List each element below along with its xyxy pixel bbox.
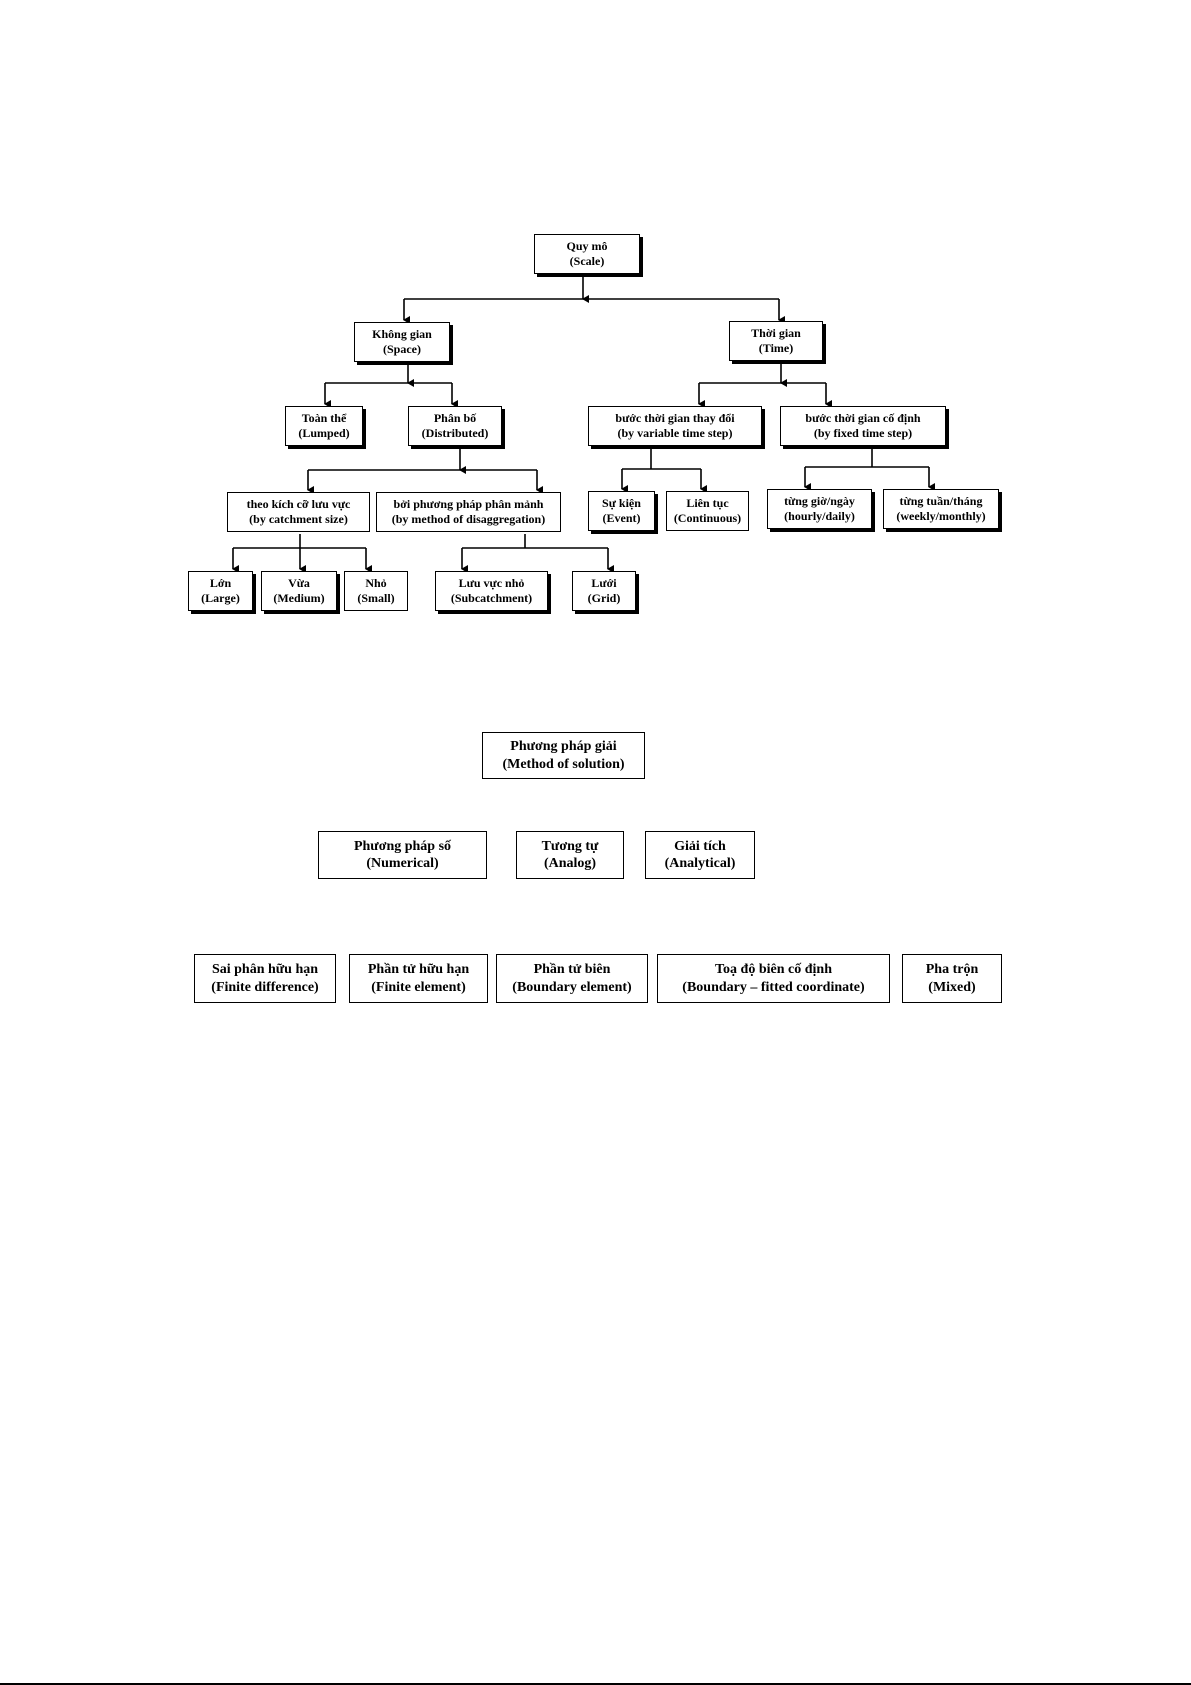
node-label-en: (Lumped): [298, 426, 350, 440]
node-label-vi: Phân bố: [433, 411, 477, 425]
node-scale: Quy mô (Scale): [534, 234, 640, 274]
node-label-vi: Sai phân hữu hạn: [211, 962, 319, 977]
node-label-en: (Analog): [543, 856, 597, 871]
node-label-en: (hourly/daily): [784, 509, 855, 523]
node-label-vi: Toạ độ biên cố định: [715, 962, 832, 977]
node-label-vi: từng tuần/tháng: [899, 494, 983, 508]
node-label-en: (weekly/monthly): [896, 509, 986, 523]
node-grid: Lưới (Grid): [572, 571, 636, 611]
node-label-vi: bởi phương pháp phân mảnh: [393, 497, 544, 511]
node-label-vi: Vừa: [288, 576, 310, 590]
node-label-en: (Analytical): [664, 856, 736, 871]
node-analog: Tương tự (Analog): [516, 831, 624, 879]
node-label-en: (Continuous): [673, 511, 742, 525]
node-label-vi: Không gian: [372, 327, 432, 341]
node-analytical: Giải tích (Analytical): [645, 831, 755, 879]
node-label-en: (Method of solution): [502, 756, 625, 772]
node-label-vi: Phương pháp giải: [510, 739, 617, 754]
node-lumped: Toàn thể (Lumped): [285, 406, 363, 446]
node-label-en: (Boundary – fitted coordinate): [682, 979, 865, 995]
node-label-vi: Phần tử biên: [533, 962, 611, 977]
node-label-en: (Space): [383, 342, 421, 356]
node-disaggregation: bởi phương pháp phân mảnh (by method of …: [376, 492, 561, 532]
node-label-vi: Quy mô: [566, 239, 608, 253]
node-finite-element: Phần tử hữu hạn (Finite element): [349, 954, 488, 1003]
node-label-vi: Liên tục: [686, 496, 729, 510]
node-hourly-daily: từng giờ/ngày (hourly/daily): [767, 489, 872, 529]
node-label-en: (Scale): [569, 254, 605, 268]
node-label-vi: Pha trộn: [925, 962, 979, 977]
node-label-vi: Lớn: [209, 576, 232, 590]
node-label-en: (Large): [201, 591, 240, 605]
node-label-en: (by method of disaggregation): [391, 512, 546, 526]
node-small: Nhỏ (Small): [344, 571, 408, 611]
node-medium: Vừa (Medium): [261, 571, 337, 611]
node-time: Thời gian (Time): [729, 321, 823, 361]
node-label-en: (Boundary element): [512, 979, 632, 995]
node-label-vi: Tương tự: [541, 838, 599, 854]
node-label-en: (Event): [602, 511, 641, 525]
node-boundary-fitted-coordinate: Toạ độ biên cố định (Boundary – fitted c…: [657, 954, 890, 1003]
node-label-vi: Nhỏ: [365, 576, 387, 590]
node-label-en: (Time): [758, 341, 794, 355]
node-boundary-element: Phần tử biên (Boundary element): [496, 954, 648, 1003]
node-catchment-size: theo kích cỡ lưu vực (by catchment size): [227, 492, 370, 532]
node-event: Sự kiện (Event): [588, 491, 655, 531]
node-label-vi: theo kích cỡ lưu vực: [246, 497, 351, 511]
node-label-en: (by fixed time step): [813, 426, 913, 440]
node-label-en: (Finite element): [371, 979, 466, 995]
node-method-of-solution: Phương pháp giải (Method of solution): [482, 732, 645, 779]
node-label-vi: từng giờ/ngày: [784, 494, 855, 508]
node-mixed: Pha trộn (Mixed): [902, 954, 1002, 1003]
node-label-vi: bước thời gian cố định: [805, 411, 921, 425]
node-label-en: (Mixed): [928, 979, 976, 995]
node-label-vi: Sự kiện: [602, 496, 641, 510]
node-label-vi: Phần tử hữu hạn: [367, 962, 470, 977]
node-label-vi: Lưới: [591, 576, 617, 590]
page-bottom-rule: [0, 1683, 1191, 1685]
node-numerical: Phương pháp số (Numerical): [318, 831, 487, 879]
node-large: Lớn (Large): [188, 571, 253, 611]
node-weekly-monthly: từng tuần/tháng (weekly/monthly): [883, 489, 999, 529]
node-label-vi: Thời gian: [751, 326, 801, 340]
node-label-en: (Small): [357, 591, 395, 605]
node-continuous: Liên tục (Continuous): [666, 491, 749, 531]
node-label-vi: Phương pháp số: [353, 838, 452, 854]
node-label-en: (Subcatchment): [450, 591, 533, 605]
node-label-vi: bước thời gian thay đổi: [615, 411, 735, 425]
node-label-en: (by variable time step): [617, 426, 733, 440]
node-space: Không gian (Space): [354, 322, 450, 362]
node-distributed: Phân bố (Distributed): [408, 406, 502, 446]
node-label-en: (Grid): [587, 591, 621, 605]
node-label-en: (Distributed): [421, 426, 489, 440]
node-subcatchment: Lưu vực nhỏ (Subcatchment): [435, 571, 548, 611]
node-label-vi: Lưu vực nhỏ: [458, 576, 525, 590]
node-label-en: (by catchment size): [249, 512, 348, 526]
node-label-en: (Numerical): [366, 856, 439, 871]
node-label-vi: Toàn thể: [301, 411, 347, 425]
node-label-en: (Medium): [273, 591, 325, 605]
node-finite-difference: Sai phân hữu hạn (Finite difference): [194, 954, 336, 1003]
node-fixed-step: bước thời gian cố định (by fixed time st…: [780, 406, 946, 446]
node-variable-step: bước thời gian thay đổi (by variable tim…: [588, 406, 762, 446]
node-label-en: (Finite difference): [211, 979, 319, 995]
node-label-vi: Giải tích: [674, 838, 726, 854]
